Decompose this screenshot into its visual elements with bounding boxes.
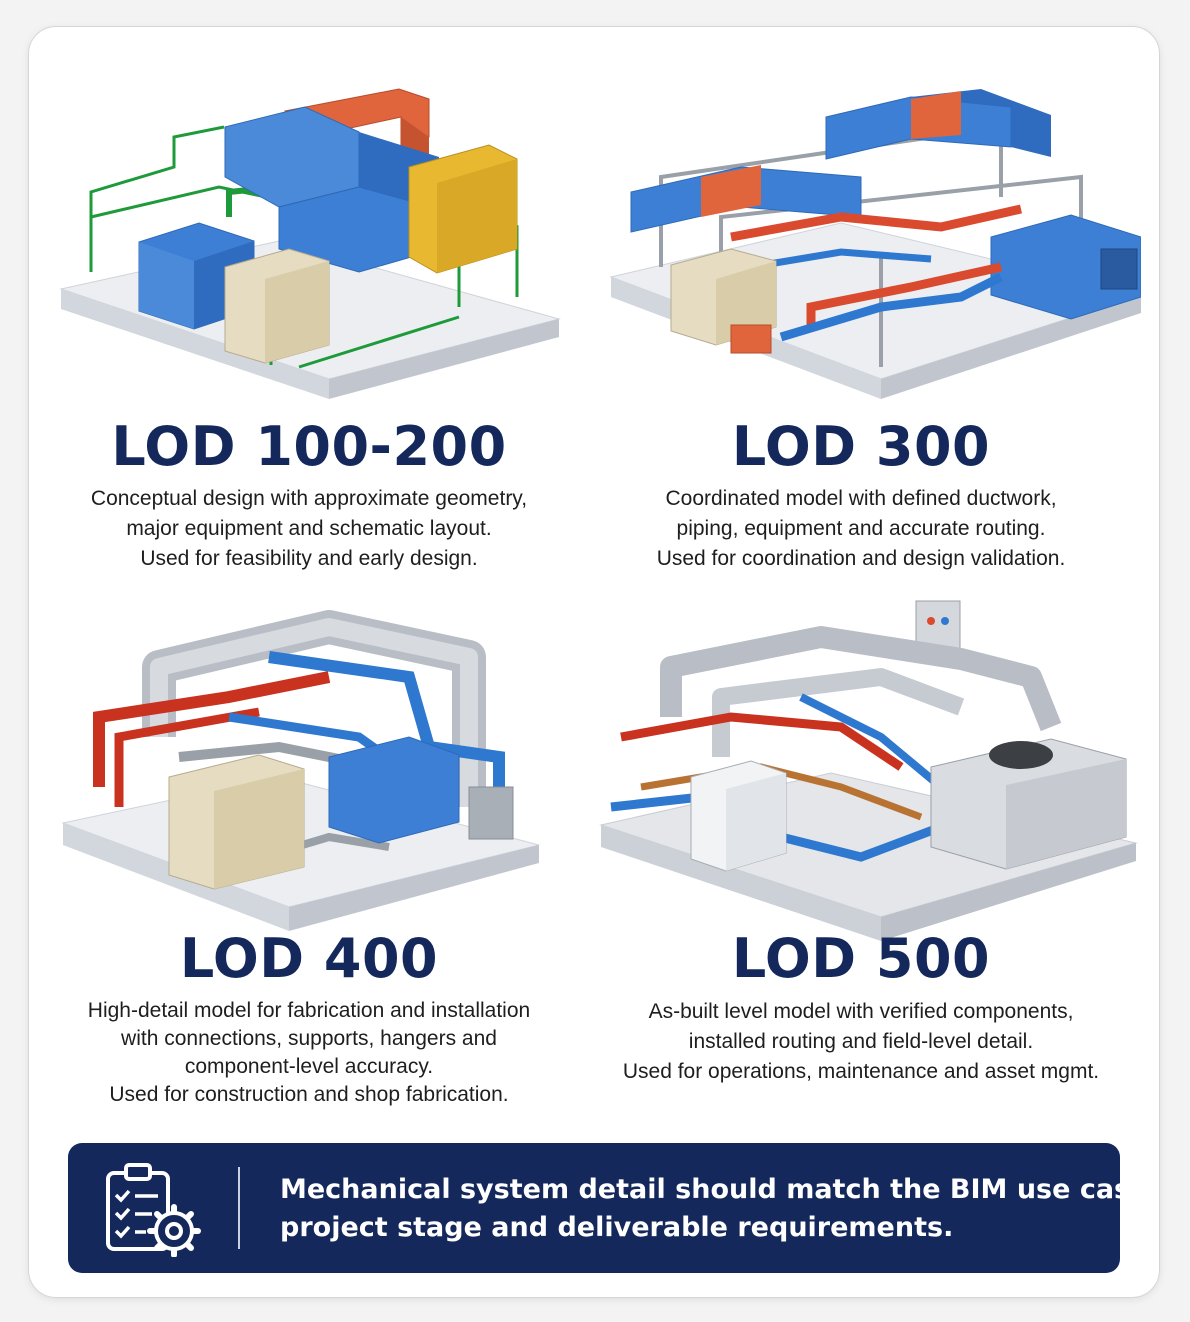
infographic-card: LOD 100-200 Conceptual design with appro…	[28, 26, 1160, 1298]
lod-title: LOD 500	[731, 927, 991, 990]
lod-title: LOD 100-200	[111, 415, 507, 478]
lod-description: Conceptual design with approximate geome…	[29, 484, 589, 574]
description-line: Used for coordination and design validat…	[656, 547, 1066, 570]
description-line: Conceptual design with approximate geome…	[90, 487, 528, 510]
lod-description: High-detail model for fabrication and in…	[29, 997, 589, 1109]
lod-500-panel: LOD 500 As-built level model with verifi…	[581, 587, 1141, 1127]
description-line: Used for construction and shop fabricati…	[109, 1083, 509, 1106]
fabrication-detail-piping-illustration	[61, 610, 540, 931]
lod-400-panel: LOD 400 High-detail model for fabricatio…	[29, 587, 589, 1127]
lod-100-200-panel: LOD 100-200 Conceptual design with appro…	[29, 27, 589, 587]
lod-description: As-built level model with verified compo…	[581, 997, 1141, 1087]
description-line: Used for operations, maintenance and ass…	[622, 1060, 1100, 1083]
description-line: High-detail model for fabrication and in…	[87, 999, 531, 1022]
as-built-mechanical-plant-illustration	[599, 600, 1138, 941]
description-line: Coordinated model with defined ductwork,	[665, 487, 1057, 510]
banner-line: project stage and deliverable requiremen…	[280, 1212, 954, 1243]
conceptual-mechanical-system-illustration	[59, 88, 561, 399]
lod-title: LOD 400	[179, 927, 439, 990]
summary-banner: Mechanical system detail should match th…	[68, 1143, 1159, 1273]
description-line: major equipment and schematic layout.	[126, 517, 492, 540]
banner-divider	[238, 1167, 240, 1249]
lod-description: Coordinated model with defined ductwork,…	[581, 484, 1141, 574]
clipboard-checklist-gear-icon	[106, 1163, 201, 1257]
description-line: with connections, supports, hangers and	[121, 1027, 497, 1050]
lod-300-panel: LOD 300 Coordinated model with defined d…	[581, 27, 1141, 587]
description-line: installed routing and field-level detail…	[688, 1030, 1034, 1053]
banner-line: Mechanical system detail should match th…	[280, 1174, 1159, 1205]
description-line: As-built level model with verified compo…	[648, 1000, 1074, 1023]
banner-message: Mechanical system detail should match th…	[280, 1171, 1159, 1247]
description-line: piping, equipment and accurate routing.	[676, 517, 1046, 540]
description-line: component-level accuracy.	[184, 1055, 434, 1078]
description-line: Used for feasibility and early design.	[140, 547, 478, 570]
coordinated-ductwork-piping-illustration	[609, 89, 1141, 399]
lod-title: LOD 300	[731, 415, 991, 478]
